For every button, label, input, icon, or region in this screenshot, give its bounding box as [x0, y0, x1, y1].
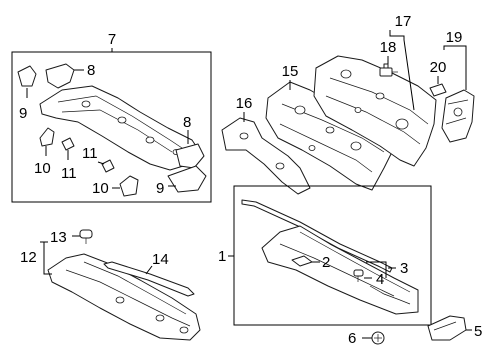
- dash-upper-panel: [39, 85, 201, 171]
- callout-16: 16: [236, 95, 253, 112]
- bracket-8-upper: [45, 63, 75, 89]
- callout-1: 1: [218, 248, 226, 265]
- bracket-10-left: [39, 127, 55, 147]
- dash-panel-17: [313, 55, 437, 167]
- clip-11-left: [61, 137, 75, 151]
- cowl-lower-hole: [155, 314, 165, 322]
- side-panel-hole: [239, 132, 249, 140]
- callout-18: 18: [380, 39, 397, 56]
- cowl-clip-4: [353, 269, 364, 282]
- callout-12: 12: [20, 249, 37, 266]
- leader-19: [443, 45, 467, 90]
- screw-6: [371, 331, 385, 345]
- callout-8-lower: 8: [183, 114, 191, 131]
- callout-15: 15: [282, 63, 299, 80]
- cowl-strip-14: [103, 261, 195, 297]
- callout-8-upper: 8: [87, 62, 95, 79]
- dash-panel-rib: [329, 77, 429, 125]
- callout-3: 3: [400, 260, 408, 277]
- leader-3: [366, 261, 387, 278]
- dash-panel-hole: [354, 107, 362, 113]
- callout-13: 13: [50, 229, 67, 246]
- dash-lower-hole: [325, 126, 335, 134]
- cowl-top-rib-2: [299, 231, 411, 293]
- bracket-5-rib: [433, 321, 457, 331]
- dash-lower-hole: [350, 141, 362, 151]
- side-bracket-hole: [453, 107, 463, 117]
- dash-lower-rib-2: [279, 123, 373, 173]
- bracket-9-upper: [17, 65, 37, 87]
- callout-11-left: 11: [61, 165, 77, 182]
- side-bracket-rib: [445, 99, 469, 125]
- bracket-9-lower: [167, 165, 207, 193]
- callout-17: 17: [395, 13, 412, 30]
- dash-panel-hole: [340, 69, 352, 79]
- clip-20: [429, 83, 447, 97]
- cowl-top-rib: [279, 243, 395, 297]
- cowl-lower-hole: [115, 296, 125, 304]
- callout-5: 5: [474, 323, 482, 340]
- dash-lower-hole: [294, 105, 306, 115]
- clip-13: [79, 229, 93, 244]
- callout-11-right: 11: [82, 145, 98, 162]
- callout-19: 19: [446, 29, 463, 46]
- dash-lower-hole: [308, 145, 316, 151]
- cowl-lower-hole: [179, 326, 189, 334]
- bracket-5: [427, 315, 467, 341]
- leader-14: [145, 265, 153, 275]
- cowl-lower-rib: [65, 269, 191, 327]
- callout-14: 14: [152, 251, 169, 268]
- bolt-18: [379, 63, 398, 77]
- callout-9-upper: 9: [19, 105, 27, 122]
- callout-4: 4: [376, 271, 384, 288]
- leader-11b: [97, 161, 105, 165]
- dash-upper-hole: [117, 116, 127, 124]
- callout-9-lower: 9: [156, 180, 164, 197]
- callout-7: 7: [108, 31, 116, 48]
- dash-panel-hole: [395, 118, 409, 130]
- callout-10-lower: 10: [92, 180, 109, 197]
- callout-10-left: 10: [34, 160, 51, 177]
- callout-6: 6: [348, 330, 356, 347]
- dash-panel-rib-2: [325, 95, 421, 145]
- clip-11-right: [101, 159, 115, 173]
- dash-upper-hole: [81, 100, 91, 108]
- bracket-8-lower: [175, 143, 205, 169]
- cowl-lower-rib-2: [83, 261, 187, 315]
- cowl-top-rib-3: [369, 285, 411, 305]
- leader-17: [389, 30, 415, 111]
- callout-20: 20: [430, 59, 447, 76]
- callout-2: 2: [322, 254, 330, 271]
- dash-upper-rib: [57, 95, 189, 153]
- dash-panel-hole: [375, 92, 385, 100]
- leader-12: [43, 242, 52, 275]
- side-panel-hole: [275, 162, 285, 170]
- dash-upper-hole: [145, 136, 155, 144]
- bracket-10-lower: [119, 175, 139, 197]
